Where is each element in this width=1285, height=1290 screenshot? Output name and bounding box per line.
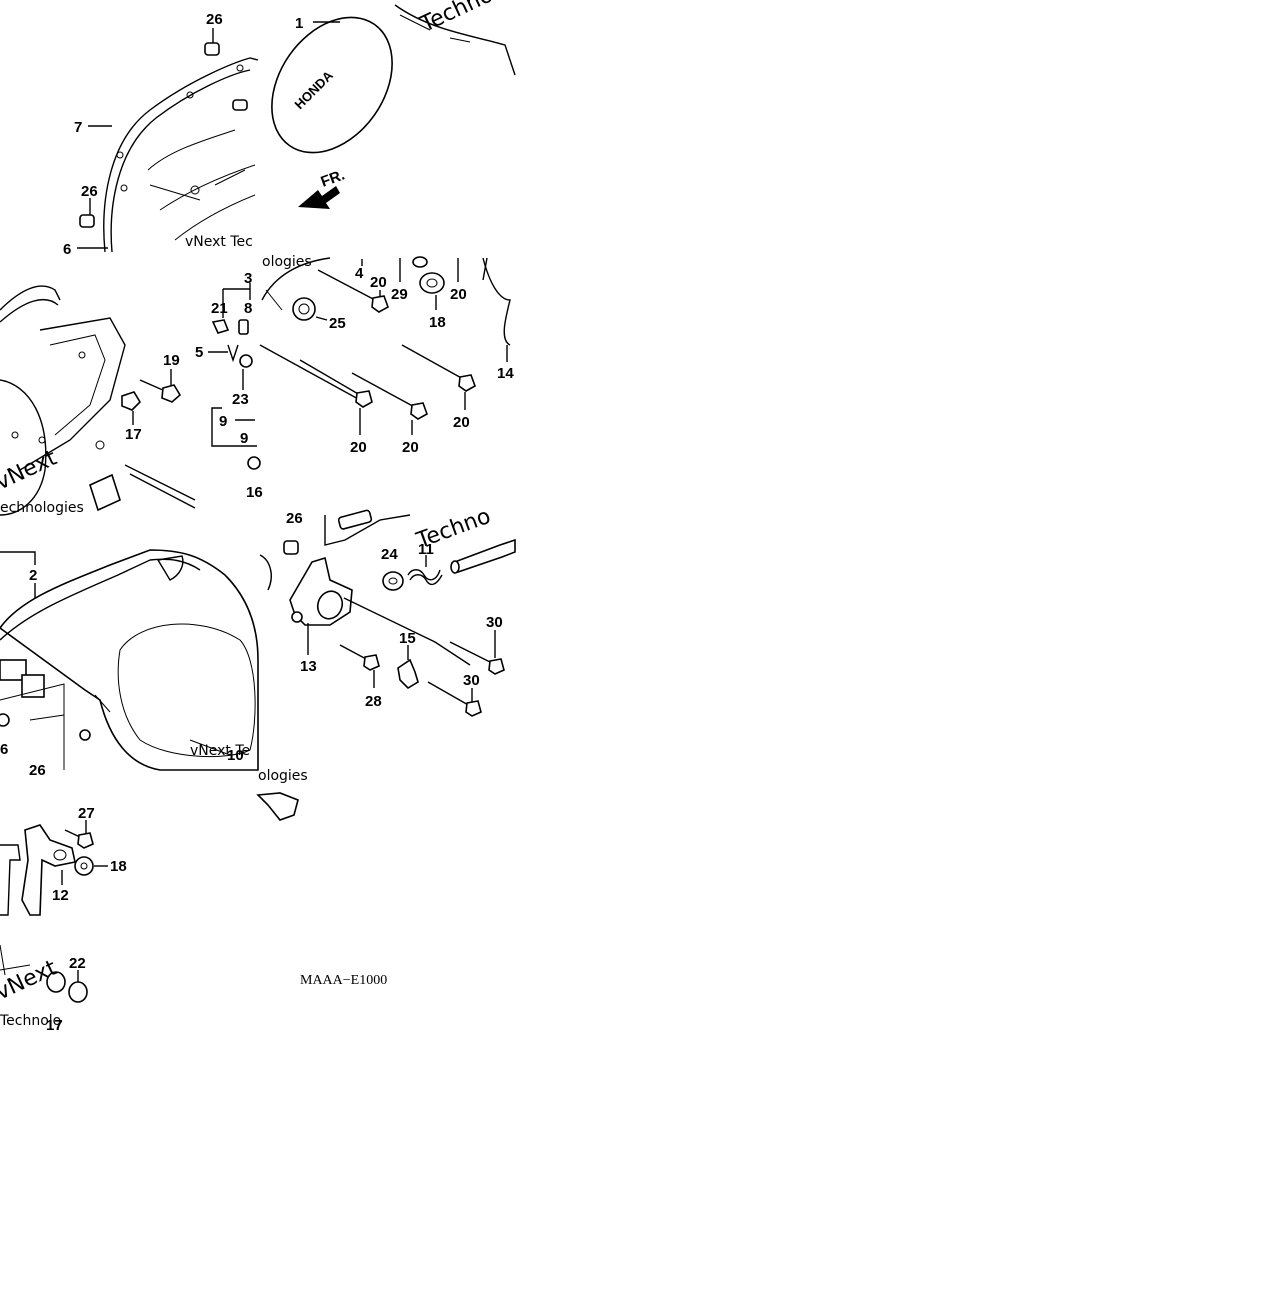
callout-label: 20 xyxy=(450,286,467,303)
callout-label: 14 xyxy=(497,365,514,382)
nut xyxy=(0,713,10,727)
callout-label: 6 xyxy=(0,741,8,758)
clamp xyxy=(256,792,299,821)
watermark: vNext xyxy=(0,955,61,1005)
dowel-pin xyxy=(283,540,299,555)
callout-label: 28 xyxy=(365,693,382,710)
tile-rear-cover: 2 6 26 10 vNext Te xyxy=(0,549,259,779)
callout-label: 7 xyxy=(74,119,82,136)
bolt-head xyxy=(77,832,94,849)
callout-label: 20 xyxy=(370,274,387,291)
callout-label: 30 xyxy=(463,672,480,689)
rubber-mount xyxy=(68,981,88,1003)
callout-label: 16 xyxy=(246,484,263,501)
tile-bracket-parts: 27 18 12 22 17 vNext Technolo xyxy=(0,805,127,1034)
tile-small-parts: 3 21 8 5 23 9 9 16 xyxy=(195,270,263,501)
callout-label: 3 xyxy=(244,270,252,287)
front-arrow-icon xyxy=(298,186,340,209)
callout-label: 26 xyxy=(81,183,98,200)
callout-label: 9 xyxy=(240,430,248,447)
bolt-head xyxy=(355,390,373,408)
bolt-head xyxy=(488,658,505,675)
watermark: ologies xyxy=(258,768,308,784)
watermark: vNext xyxy=(0,445,61,495)
callout-label: 25 xyxy=(329,315,346,332)
front-marker: FR. xyxy=(319,167,348,191)
bolt-head xyxy=(458,374,476,392)
dowel-pin xyxy=(79,214,95,228)
washer xyxy=(239,354,253,368)
callout-label: 13 xyxy=(300,658,317,675)
callout-label: 1 xyxy=(295,15,303,32)
clutch-shaft xyxy=(450,538,516,573)
callout-label: 6 xyxy=(63,241,71,258)
callout-label: 18 xyxy=(110,858,127,875)
watermark: vNext Tec xyxy=(185,234,253,250)
watermark: Technolo xyxy=(0,1013,61,1029)
bolt-head xyxy=(211,319,230,334)
callout-label: 20 xyxy=(402,439,419,456)
callout-label: 5 xyxy=(195,344,203,361)
callout-label: 4 xyxy=(355,265,364,282)
bolt-head xyxy=(465,700,482,717)
watermark: echnologies xyxy=(0,500,84,516)
tile-honda-cover: HONDA FR. 1 Techno xyxy=(271,0,516,209)
callout-label: 26 xyxy=(206,11,223,28)
tile-clutch-lever: 26 24 11 30 15 13 30 28 Techno ologies xyxy=(256,504,516,821)
tile-crankcase: 19 17 vNext echnologies xyxy=(0,285,196,516)
callout-label: 27 xyxy=(78,805,95,822)
grommet xyxy=(412,256,428,268)
dowel-pin xyxy=(232,99,248,111)
callout-label: 22 xyxy=(69,955,86,972)
bolt-head xyxy=(363,654,380,671)
oil-seal xyxy=(247,456,261,470)
callout-label: 17 xyxy=(125,426,142,443)
tile-left-cover-gasket: 26 7 26 6 vNext Tec xyxy=(63,11,259,258)
bearing xyxy=(292,297,316,321)
callout-label: 2 xyxy=(29,567,37,584)
callout-label: 23 xyxy=(232,391,249,408)
clip xyxy=(238,319,249,335)
rubber-bushing xyxy=(419,272,445,294)
callout-label: 24 xyxy=(381,546,398,563)
grommet xyxy=(74,856,94,876)
callout-label: 9 xyxy=(219,413,227,430)
callout-label: 11 xyxy=(418,541,434,558)
bolt-head xyxy=(371,295,389,313)
pad xyxy=(21,674,45,698)
bracket xyxy=(397,658,419,690)
callout-label: 8 xyxy=(244,300,252,317)
washer xyxy=(382,571,404,591)
callout-label: 18 xyxy=(429,314,446,331)
callout-label: 30 xyxy=(486,614,503,631)
callout-label: 19 xyxy=(163,352,180,369)
watermark: ologies xyxy=(262,254,312,270)
pad xyxy=(0,659,27,681)
callout-label: 20 xyxy=(453,414,470,431)
callout-label: 26 xyxy=(286,510,303,527)
label-plate xyxy=(337,509,373,530)
callout-label: 12 xyxy=(52,887,69,904)
callout-label: 10 xyxy=(227,747,244,764)
drawing-code: MAAA−E1000 xyxy=(300,973,387,988)
bolt-head xyxy=(410,402,428,420)
callout-label: 26 xyxy=(29,762,46,779)
dowel-pin xyxy=(204,42,220,56)
callout-label: 17 xyxy=(46,1017,63,1034)
callout-label: 15 xyxy=(399,630,416,647)
honda-cover-plate xyxy=(271,16,393,154)
callout-label: 29 xyxy=(391,286,408,303)
watermark: Techno xyxy=(413,504,495,554)
callout-label: 21 xyxy=(211,300,228,317)
nut xyxy=(121,391,142,411)
bolt-head xyxy=(161,384,182,403)
callout-label: 20 xyxy=(350,439,367,456)
tile-long-bolts: 4 20 29 20 18 25 14 20 20 20 ologies xyxy=(259,254,514,456)
mounting-bracket xyxy=(21,824,76,916)
rubber-mount xyxy=(46,971,66,993)
watermark: vNext Te xyxy=(190,743,250,759)
